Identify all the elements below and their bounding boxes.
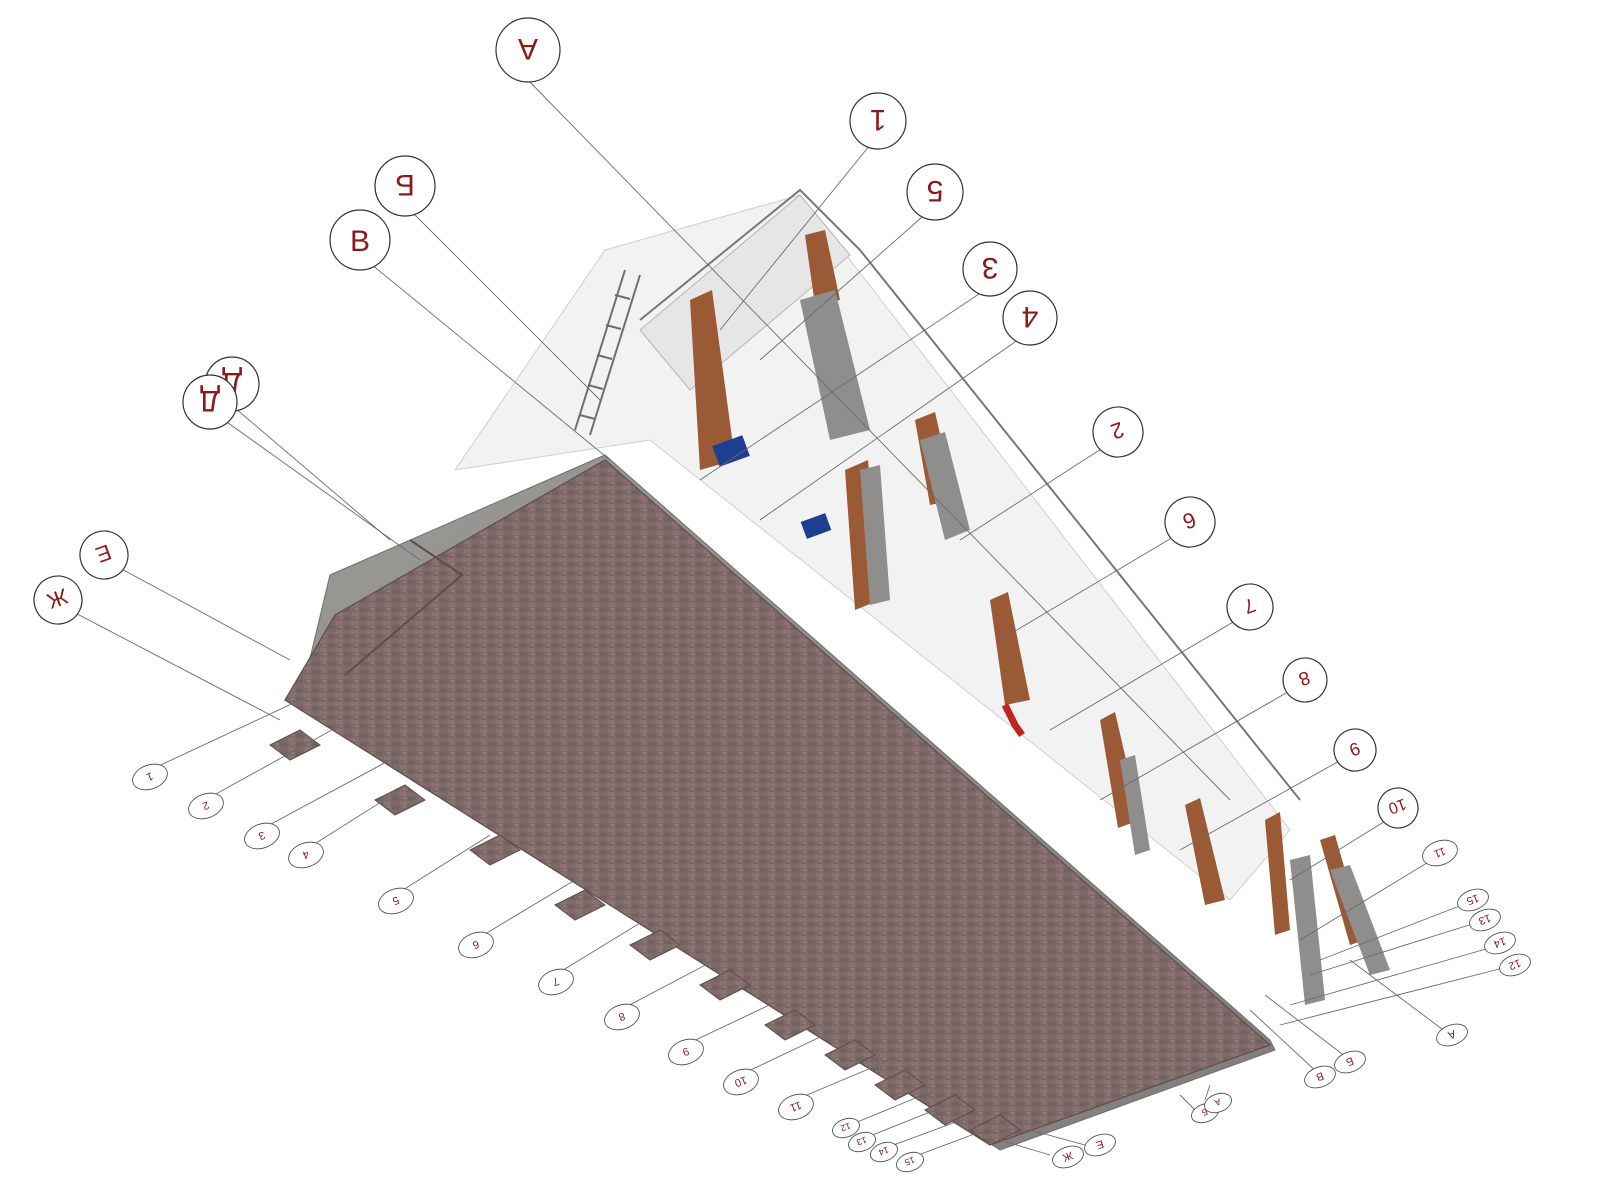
axis-label: 15 [903,1155,916,1168]
roof-railing [639,188,1301,801]
axis-label: 1 [870,103,887,136]
axis-bubble-bottom-19: А [1204,1092,1232,1114]
axis-bubble-bottom-6: 6 [458,931,494,959]
axis-label: Ж [1061,1149,1075,1164]
axis-bubble-top-6: 1 [849,92,907,150]
axis-label: 7 [551,974,561,987]
axis-bubble-bottom-13: 13 [848,1131,876,1153]
blue-accents [712,435,832,539]
red-duct [1001,703,1025,738]
slab-seam [344,539,464,676]
axis-bubble-right-7: Б [1334,1050,1366,1074]
axis-bubble-left-1: Е [79,530,129,580]
axis-bubble-bottom-3: 3 [244,822,280,850]
access-ladder [574,269,641,436]
axis-bubble-bottom-16: Ж [1052,1145,1084,1169]
axis-bubble-bottom-4: 4 [288,841,324,869]
axis-label: Б [1344,1054,1355,1068]
axis-bubble-top-5: А [495,17,561,83]
axis-bubble-bottom-14: 14 [870,1141,898,1163]
axis-label: 4 [1022,300,1039,333]
axis-label: 12 [1507,956,1523,971]
axis-bubble-top-8: 3 [962,241,1018,297]
axis-label: 14 [877,1145,890,1158]
axis-label: А [1446,1027,1458,1041]
axis-bubble-bottom-11: 11 [778,1093,814,1121]
axis-bubble-bottom-9: 9 [668,1038,704,1066]
foundation-pads [269,729,1021,1146]
axis-bubble-right-8: В [1304,1065,1336,1089]
right-axis-bubbles: 11 15 13 14 12 А Б В [1304,839,1531,1089]
axis-label: 13 [855,1135,868,1148]
axis-bubble-bottom-2: 2 [188,792,224,820]
axis-bubble-top-14: 9 [1333,728,1377,772]
bottom-axis-bubbles: 1 2 3 4 5 6 7 8 9 10 11 12 13 14 15 [132,763,1232,1173]
bottom-leader-lines [149,699,1211,1161]
axis-label: В [1314,1069,1325,1083]
axis-label: 5 [927,174,944,207]
axis-bubble-right-6: А [1436,1023,1468,1047]
axis-label: 10 [1386,795,1409,817]
right-leader-lines [1249,854,1516,1076]
axis-bubble-left-2: Ж [33,575,83,625]
axis-label: 1 [145,769,155,782]
axis-bubble-bottom-10: 10 [723,1068,759,1096]
axis-bubble-bottom-7: 7 [538,968,574,996]
axis-bubble-top-11: 6 [1164,496,1216,548]
axis-label: Б [395,168,415,201]
axis-label: 2 [201,798,211,811]
axis-label: Е [1094,1137,1105,1151]
axis-bubble-bottom-5: 5 [378,887,414,915]
axis-label: 9 [681,1044,691,1057]
brick-slab-underside [284,459,1272,1146]
axis-label: 15 [1465,891,1481,906]
top-axis-bubbles: Д Д В Б А 1 5 3 4 2 6 7 8 9 10 Е [33,17,1419,829]
axis-bubble-right-2: 15 [1457,888,1489,912]
axis-label: 5 [391,893,401,906]
axis-label: 10 [733,1073,749,1088]
axis-label: 11 [788,1098,803,1113]
upper-building [453,188,1390,1005]
axis-bubble-bottom-1: 1 [132,763,168,791]
axis-label: 12 [839,1121,852,1134]
axis-bubble-right-3: 13 [1469,908,1501,932]
axis-label: 13 [1477,911,1493,926]
axis-bubble-top-10: 2 [1092,406,1144,458]
axis-label: А [518,32,538,65]
axis-label: 4 [301,847,311,860]
top-leader-lines [59,79,1396,881]
axis-label: Б [1200,1106,1209,1117]
axis-bubble-bottom-8: 8 [604,1003,640,1031]
axis-label: 3 [257,828,267,841]
axis-bubble-bottom-12: 12 [832,1117,860,1139]
axis-label: 14 [1492,934,1508,949]
axis-bubble-top-13: 8 [1282,657,1328,703]
axis-bubble-bottom-17: Е [1084,1133,1116,1157]
axis-bubble-top-3: В [329,209,391,271]
axis-bubble-top-15: 10 [1377,787,1419,829]
axis-label: Д [200,384,220,417]
axis-label: 3 [982,251,999,284]
axis-bubble-bottom-15: 15 [896,1151,924,1173]
axis-label: 6 [471,937,481,950]
axis-bubble-top-4: Б [374,155,436,217]
axis-bubble-top-7: 5 [906,163,964,221]
axis-bubble-top-9: 4 [1002,290,1058,346]
axis-bubble-right-5: 12 [1499,953,1531,977]
concrete-struts [800,290,1390,1005]
axis-bubble-top-2: Д [182,374,238,430]
axis-label: В [350,225,370,258]
axis-bubble-top-12: 7 [1226,583,1274,631]
axis-bubble-right-1: 11 [1422,839,1458,867]
axis-label: 11 [1432,844,1447,859]
axis-label: 8 [617,1009,627,1022]
axis-label: А [1213,1096,1222,1107]
axis-bubble-right-4: 14 [1484,931,1516,955]
